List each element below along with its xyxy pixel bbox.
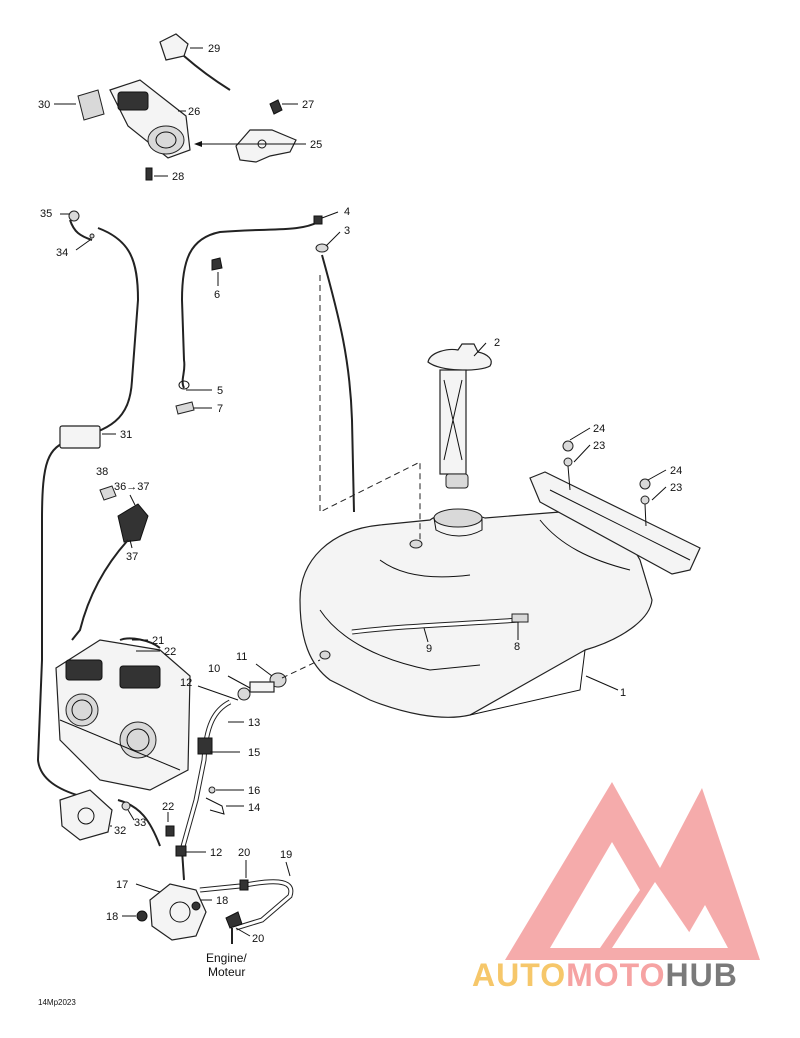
clip-15 [197,737,213,755]
screw-28 [145,167,153,181]
callout-14: 14 [248,802,260,814]
callout-18: 18 [106,911,118,923]
leader-lines [54,47,667,937]
cover-30 [77,89,105,121]
fuel-pump [136,883,207,941]
svg-text:Engine/: Engine/ [206,951,247,965]
callout-26: 26 [188,106,200,118]
watermark-logo [505,782,760,960]
callout-labels: 1 2 3 4 5 6 7 8 9 10 11 12 12 13 14 15 1… [38,43,682,945]
spring-7 [175,401,195,415]
callout-1: 1 [620,687,626,699]
callout-37: 37 [126,551,138,563]
callout-24: 24 [593,423,605,435]
callout-27: 27 [302,99,314,111]
callout-18b: 18 [216,895,228,907]
oil-pump-bracket [59,789,113,841]
clamp-12b [175,845,187,857]
clip-22b [165,825,175,837]
fuel-tank [299,508,653,718]
svg-text:Moteur: Moteur [208,965,245,979]
watermark-part-2: MOTO [566,957,665,993]
callout-10: 10 [208,663,220,675]
callout-13: 13 [248,717,260,729]
callout-9: 9 [426,643,432,655]
sensor-37 [117,503,149,543]
callout-16: 16 [248,785,260,797]
callout-15: 15 [248,747,260,759]
callout-23: 23 [593,440,605,452]
clamp-20b [225,911,243,929]
pin-34 [89,233,95,239]
grommet-3 [315,243,329,253]
callout-8: 8 [514,641,520,653]
clip-6 [211,257,223,271]
engine-label: Engine/ Moteur [206,951,247,979]
callout-22b: 22 [162,801,174,813]
callout-20b: 20 [252,933,264,945]
callout-23b: 23 [670,482,682,494]
callout-19: 19 [280,849,292,861]
callout-30: 30 [38,99,50,111]
carburetor-assembly [55,637,191,791]
callout-36-37: 36→37 [114,481,149,493]
clamp-33 [121,801,131,811]
callout-33: 33 [134,817,146,829]
callout-38: 38 [96,466,108,478]
watermark-text: AUTOMOTOHUB [472,957,738,993]
callout-11: 11 [236,651,247,663]
fuel-level-sender [427,343,492,489]
clip-38 [99,485,117,501]
callout-29: 29 [208,43,220,55]
callout-34: 34 [56,247,68,259]
screw-16 [208,786,216,794]
callout-22: 22 [164,646,176,658]
vent-line [180,221,319,389]
drawing-code: 14Mp2023 [38,998,76,1007]
callout-21: 21 [152,635,164,647]
choke-assembly [109,79,191,159]
tank-fitting [237,672,287,701]
switch-29 [159,33,231,91]
cap-35 [68,210,80,222]
callout-3: 3 [344,225,350,237]
callout-24b: 24 [670,465,682,477]
filter-8 [511,613,529,623]
callout-35: 35 [40,208,52,220]
callout-5: 5 [217,385,223,397]
screw-27 [269,99,283,115]
assembly-line [319,275,421,540]
callout-25: 25 [310,139,322,151]
callout-12: 12 [180,677,192,689]
vent-tube [321,254,355,513]
watermark-part-3: HUB [665,957,737,993]
clamp-14 [205,797,225,815]
cable-connector-31 [59,425,101,449]
mounting-rail [529,440,701,575]
callout-32: 32 [114,825,126,837]
fitting-4 [313,215,323,225]
callout-17: 17 [116,879,128,891]
watermark-part-1: AUTO [472,957,566,993]
clamp-20 [239,879,249,891]
callout-7: 7 [217,403,223,415]
callout-12b: 12 [210,847,222,859]
bracket-25 [235,129,297,163]
callout-2: 2 [494,337,500,349]
callout-20: 20 [238,847,250,859]
callout-4: 4 [344,206,350,218]
callout-28: 28 [172,171,184,183]
callout-31: 31 [120,429,132,441]
callout-6: 6 [214,289,220,301]
